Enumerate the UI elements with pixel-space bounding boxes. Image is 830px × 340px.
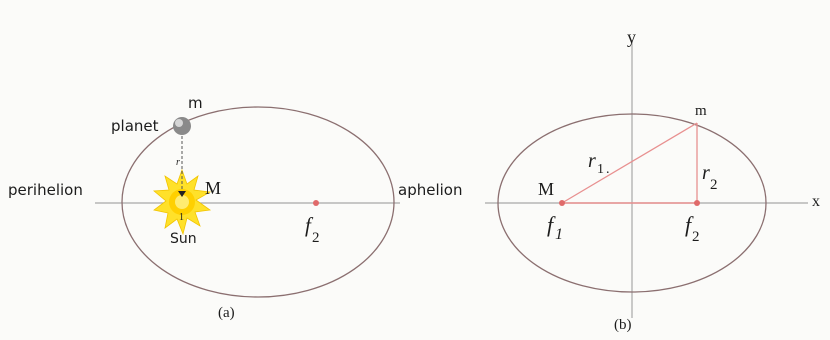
distance-r1-line-b: [561, 122, 698, 204]
label-f2-b: f: [685, 212, 694, 237]
distance-r1-arrowhead: [178, 191, 186, 197]
label-f2-sub-b: 2: [692, 229, 700, 245]
caption-a: (a): [218, 305, 235, 321]
label-M-a: M: [205, 178, 221, 198]
label-r1-dot-b: .: [606, 162, 610, 177]
label-perihelion: perihelion: [8, 181, 83, 199]
label-r1-b: r: [588, 150, 596, 172]
label-M-b: M: [538, 179, 554, 199]
label-y: y: [627, 27, 636, 47]
label-f1-b: f: [547, 212, 556, 237]
label-f2-sub-a: 2: [312, 230, 320, 246]
label-aphelion: aphelion: [398, 181, 462, 199]
orbit-ellipse-b: [497, 113, 767, 293]
label-m-b: m: [695, 103, 707, 119]
label-r-a: r: [176, 157, 180, 168]
orbit-ellipse-a: [121, 106, 395, 298]
focus-f1-b: [559, 200, 565, 206]
planet-icon: [173, 117, 191, 135]
focus-f2-a: [313, 200, 319, 206]
label-sun: Sun: [170, 231, 197, 247]
sun-icon: [152, 168, 212, 236]
label-planet: planet: [111, 117, 159, 135]
label-f2-a: f: [305, 213, 314, 237]
label-r2-b: r: [702, 162, 710, 184]
label-f1-sub-b: 1: [555, 226, 563, 243]
panel-b: y x m M r 1 . r 2 f 1 f 2 (b): [485, 27, 820, 333]
label-m-a: m: [188, 94, 203, 112]
caption-b: (b): [614, 317, 632, 333]
label-x: x: [812, 193, 820, 210]
label-r1-sub-a: 1: [179, 212, 184, 223]
focus-f2-b: [694, 200, 700, 206]
label-r2-sub-b: 2: [710, 177, 718, 193]
label-r1-sub-b: 1: [597, 162, 604, 177]
panel-a: m planet M Sun perihelion aphelion r 1 f…: [8, 94, 462, 321]
